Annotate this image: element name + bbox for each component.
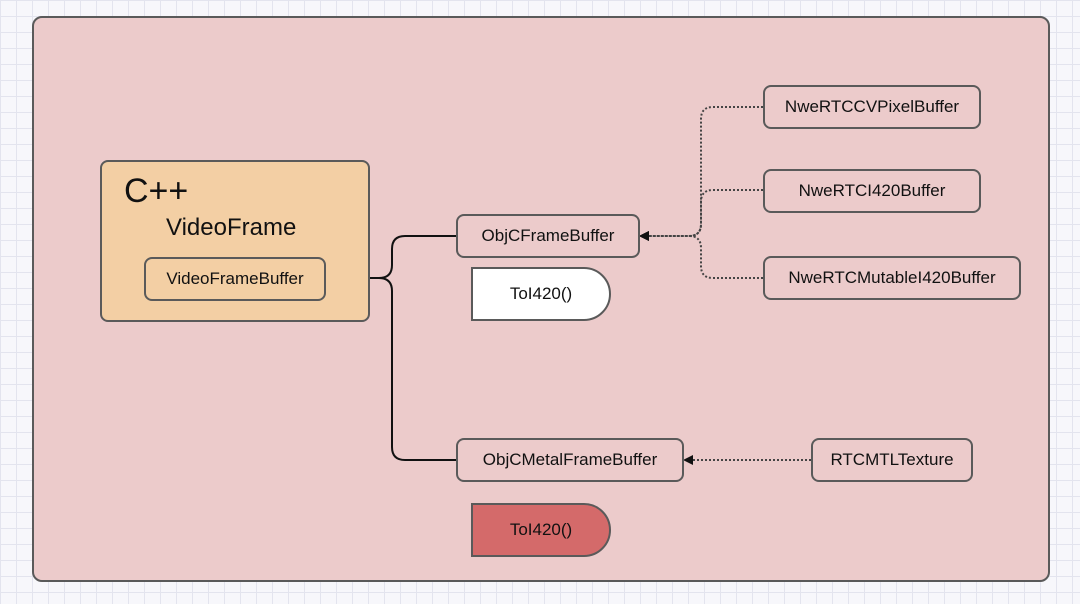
objc-metal-frame-buffer-node: ObjCMetalFrameBuffer <box>456 438 684 482</box>
objc-frame-buffer-node: ObjCFrameBuffer <box>456 214 640 258</box>
videoframe-title: VideoFrame <box>166 214 297 241</box>
edge-objc-to-videoframebuffer <box>327 235 456 283</box>
mtl-texture-node: RTCMTLTexture <box>811 438 973 482</box>
edge-mutable-to-objc <box>639 231 763 279</box>
i420-buffer-node: NweRTCI420Buffer <box>763 169 981 213</box>
videoframebuffer-node: VideoFrameBuffer <box>144 257 326 301</box>
cv-pixel-buffer-node: NweRTCCVPixelBuffer <box>763 85 981 129</box>
edge-metal-to-videoframebuffer <box>327 273 456 461</box>
language-label: C++ <box>124 172 189 210</box>
toi420-method-objc: ToI420() <box>471 267 611 321</box>
edge-i420-to-objc <box>639 189 763 241</box>
toi420-method-metal: ToI420() <box>471 503 611 557</box>
mutable-i420-buffer-node: NweRTCMutableI420Buffer <box>763 256 1021 300</box>
